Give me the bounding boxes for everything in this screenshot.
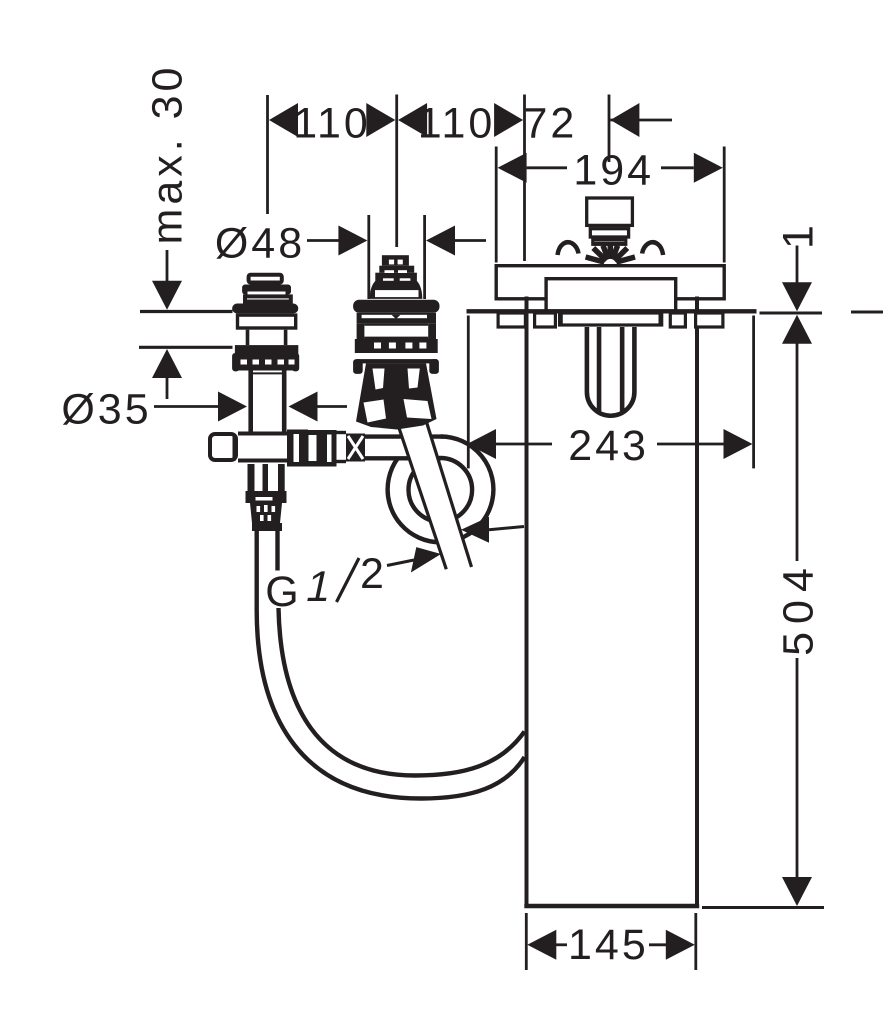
svg-text:110: 110 bbox=[418, 100, 496, 148]
svg-text:145: 145 bbox=[568, 921, 649, 969]
svg-text:72: 72 bbox=[523, 100, 577, 148]
svg-text:max. 30: max. 30 bbox=[144, 64, 192, 245]
svg-text:G: G bbox=[265, 568, 301, 616]
svg-text:2: 2 bbox=[360, 550, 387, 598]
svg-text:194: 194 bbox=[573, 147, 654, 195]
svg-text:Ø35: Ø35 bbox=[61, 386, 151, 434]
svg-text:504: 504 bbox=[774, 560, 822, 656]
svg-text:110: 110 bbox=[293, 100, 371, 148]
svg-text:1: 1 bbox=[774, 222, 822, 249]
svg-text:Ø48: Ø48 bbox=[215, 220, 305, 268]
svg-text:243: 243 bbox=[568, 422, 649, 470]
